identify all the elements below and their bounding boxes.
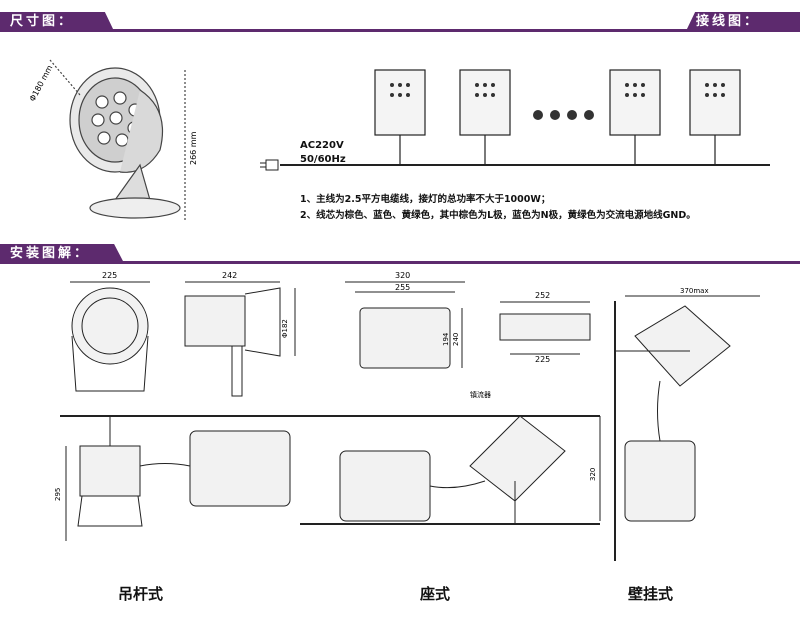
size-diagram: Φ180 mm 266 mm [28,59,198,220]
floodlight-4 [689,69,741,165]
dim-255: 255 [395,283,410,292]
ballast-label: 镇流器 [470,390,491,399]
caption-hanging: 吊杆式 [118,585,164,603]
supply-voltage: AC220V [300,140,344,151]
dim-295: 295 [54,488,62,501]
diameter-label: Φ180 mm [28,63,55,102]
dim-225: 225 [102,271,117,280]
dim-370max: 370max [680,287,709,295]
size-header: 尺寸图： [0,12,114,31]
size-header-rule [0,29,390,32]
install-header-label: 安装图解： [10,246,91,261]
wiring-header-label: 接线图： [696,14,761,29]
floodlight-2 [459,69,511,165]
floodlight-3 [609,69,661,165]
caption-seat: 座式 [420,585,451,603]
dim-242: 242 [222,271,237,280]
install-header: 安装图解： [0,244,124,263]
height-label: 266 mm [189,131,198,165]
install-header-rule [0,261,800,264]
dim-320b: 320 [589,468,597,481]
size-header-label: 尺寸图： [10,14,75,29]
wiring-note-2: 2、线芯为棕色、蓝色、黄绿色，其中棕色为L极，蓝色为N极，黄绿色为交流电源地线G… [300,210,696,221]
dim-225b: 225 [535,355,550,364]
wiring-header-rule [380,29,800,32]
wiring-diagram [260,69,770,171]
plug-icon [260,159,279,171]
dim-252: 252 [535,291,550,300]
supply-frequency: 50/60Hz [300,154,346,165]
dim-320: 320 [395,271,410,280]
dim-194: 194 [442,332,450,346]
wiring-header: 接线图： [686,12,800,31]
install-diagrams: 225 242 Φ182 320 255 194 240 252 225 镇流器… [54,271,760,561]
caption-wall: 壁挂式 [628,585,674,603]
wiring-note-1: 1、主线为2.5平方电缆线，接灯的总功率不大于1000W； [300,194,551,205]
floodlight-1 [374,69,426,165]
dim-240: 240 [452,333,460,346]
dim-phi182: Φ182 [281,319,289,338]
